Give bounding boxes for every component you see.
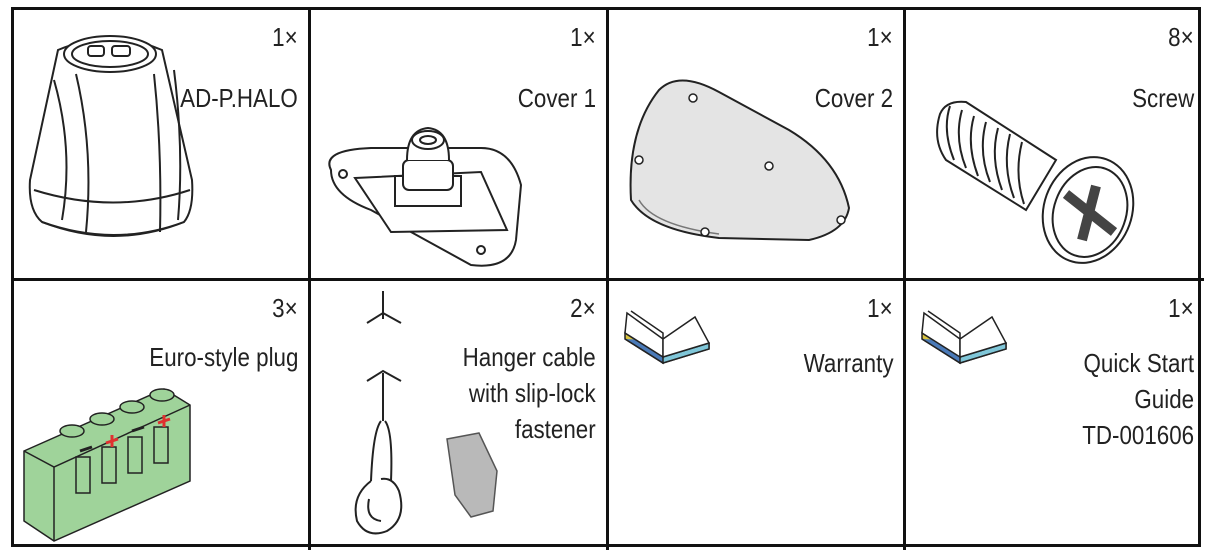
item-quantity: 2× (570, 293, 596, 323)
item-cell-hanger-cable: 2× Hanger cable with slip-lock fastener (311, 281, 609, 550)
item-label: Warranty (803, 348, 893, 378)
item-quantity: 1× (867, 293, 893, 323)
cover-plate-icon (629, 79, 851, 242)
item-label: Hanger cable with slip-lock fastener (462, 342, 596, 444)
item-cell-screw: 8× Screw (906, 10, 1204, 281)
item-quantity: 1× (272, 22, 298, 52)
item-label: Euro-style plug (148, 342, 298, 372)
item-cell-warranty: 1× Warranty (609, 281, 906, 550)
booklet-icon (624, 310, 711, 365)
item-quantity: 1× (1168, 293, 1194, 323)
package-contents-table: 1× AD-P.HALO 1× Cover 1 (11, 7, 1204, 550)
item-quantity: 1× (867, 22, 893, 52)
item-cell-ad-p-halo: 1× AD-P.HALO (14, 10, 311, 281)
item-label: Cover 1 (517, 83, 596, 113)
item-label: Cover 2 (814, 83, 893, 113)
item-cell-quick-start-guide: 1× Quick Start Guide TD-001606 (906, 281, 1204, 550)
euro-plug-icon (23, 388, 191, 542)
booklet-icon (921, 310, 1008, 365)
item-label: Quick Start Guide TD-001606 (1082, 348, 1194, 450)
item-cell-euro-style-plug: 3× Euro-style plug (14, 281, 311, 550)
speaker-icon (28, 35, 194, 237)
screw-icon (936, 100, 1135, 264)
item-label: Screw (1131, 83, 1194, 113)
item-label: AD-P.HALO (180, 83, 298, 113)
item-quantity: 3× (272, 293, 298, 323)
item-quantity: 1× (570, 22, 596, 52)
item-cell-cover-1: 1× Cover 1 (311, 10, 609, 281)
hanger-cable-icon (354, 291, 498, 535)
item-quantity: 8× (1168, 22, 1194, 52)
cover-gland-icon (328, 126, 523, 267)
item-cell-cover-2: 1× Cover 2 (609, 10, 906, 281)
